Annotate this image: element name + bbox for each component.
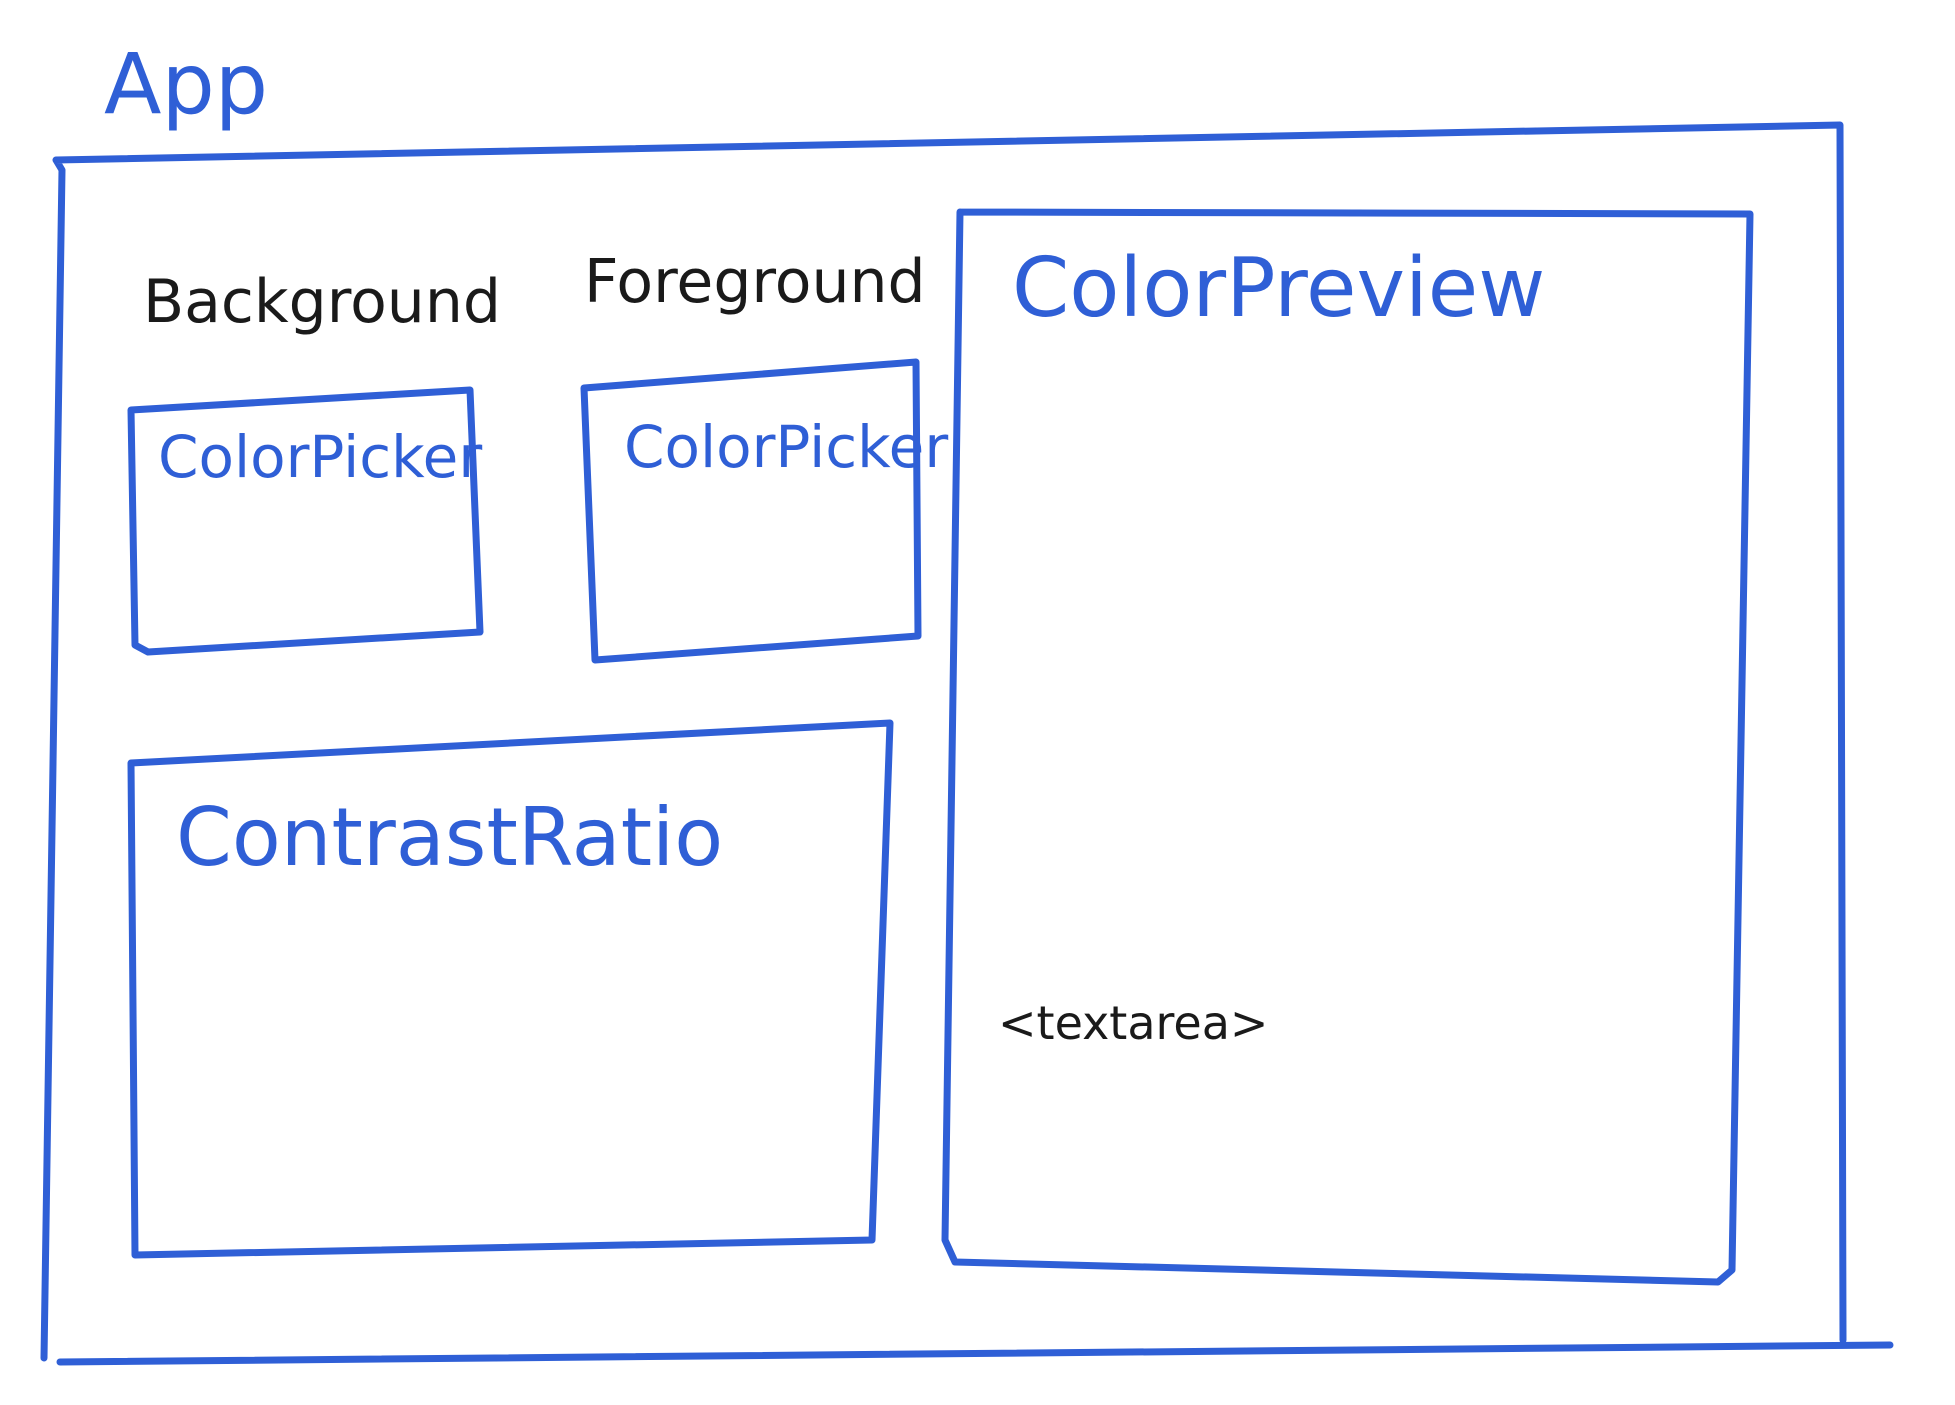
foreground-picker-box: [580, 358, 922, 664]
app-box: [40, 121, 1894, 1366]
color-preview-title: ColorPreview: [1012, 241, 1546, 336]
color-preview-box: [941, 208, 1754, 1286]
foreground-color-picker-title: ColorPicker: [624, 413, 949, 481]
app-title: App: [104, 35, 269, 133]
contrast-ratio-box: [127, 719, 894, 1259]
background-color-picker-title: ColorPicker: [158, 423, 483, 491]
textarea-placeholder-label: <textarea>: [998, 996, 1269, 1050]
background-picker-box: [127, 386, 484, 656]
background-label: Background: [143, 267, 501, 337]
foreground-label: Foreground: [584, 247, 926, 317]
contrast-ratio-title: ContrastRatio: [176, 791, 724, 884]
